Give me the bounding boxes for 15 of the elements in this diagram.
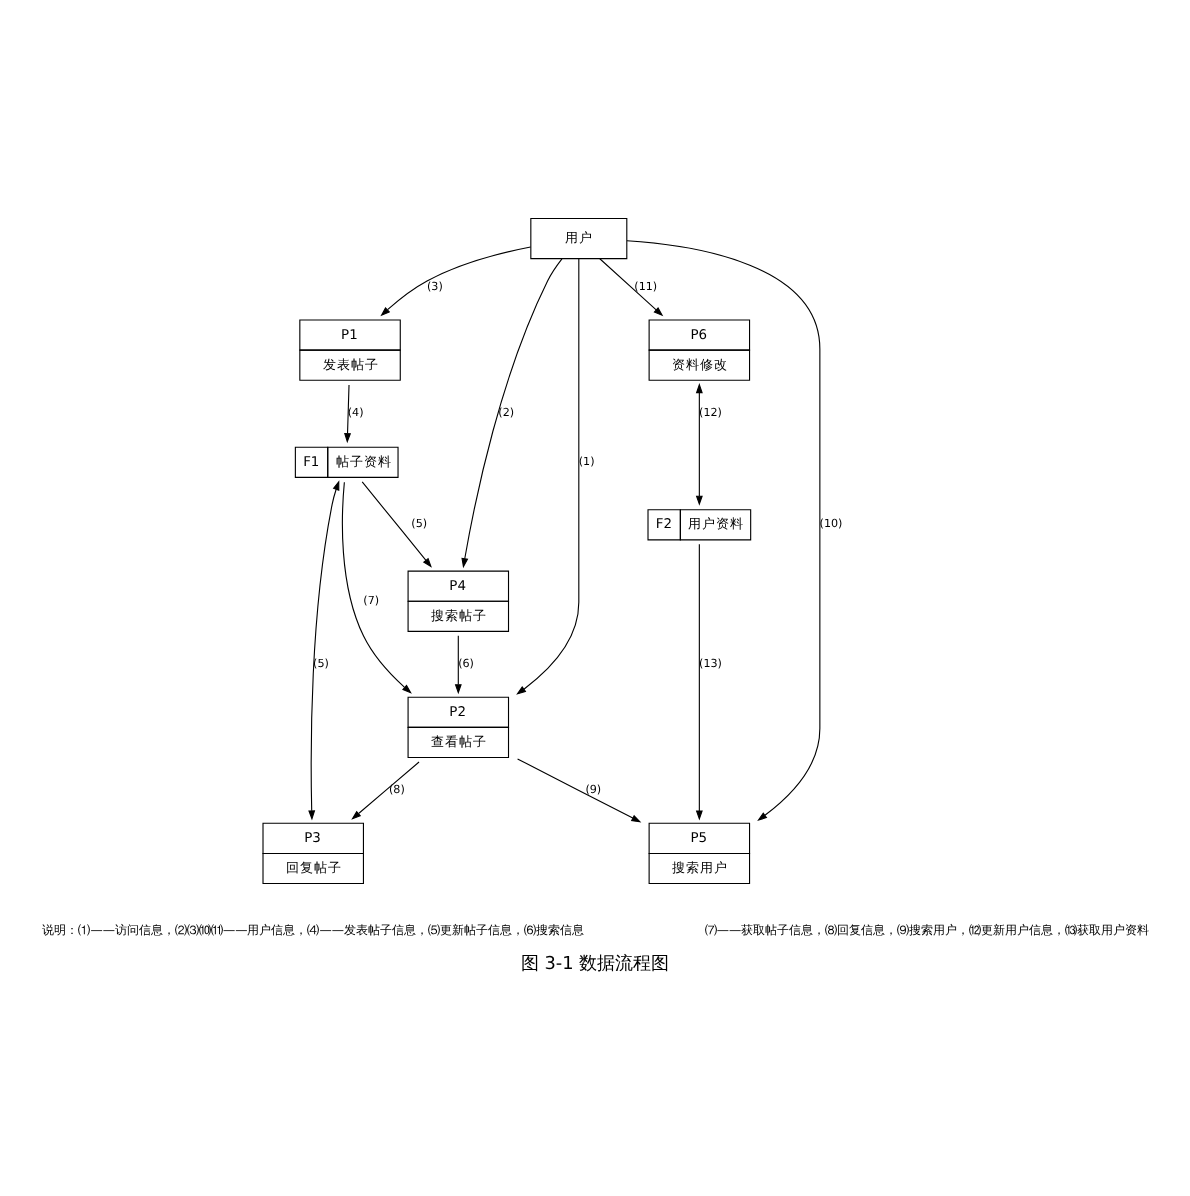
- arrow: [344, 383, 352, 443]
- arrow: [351, 760, 420, 819]
- arrow: [454, 634, 462, 694]
- caption: 图 3-1 数据流程图: [520, 954, 670, 975]
- arrow: [695, 542, 703, 820]
- arrow: [461, 257, 563, 568]
- arrow: [626, 239, 821, 820]
- arrow: [695, 382, 703, 505]
- arrow: [308, 479, 340, 820]
- arrow: [516, 257, 580, 694]
- arrow: [341, 480, 412, 693]
- arrow: [380, 245, 532, 316]
- arrow: [517, 757, 642, 822]
- arrow: [361, 480, 432, 567]
- arrow: [599, 257, 664, 316]
